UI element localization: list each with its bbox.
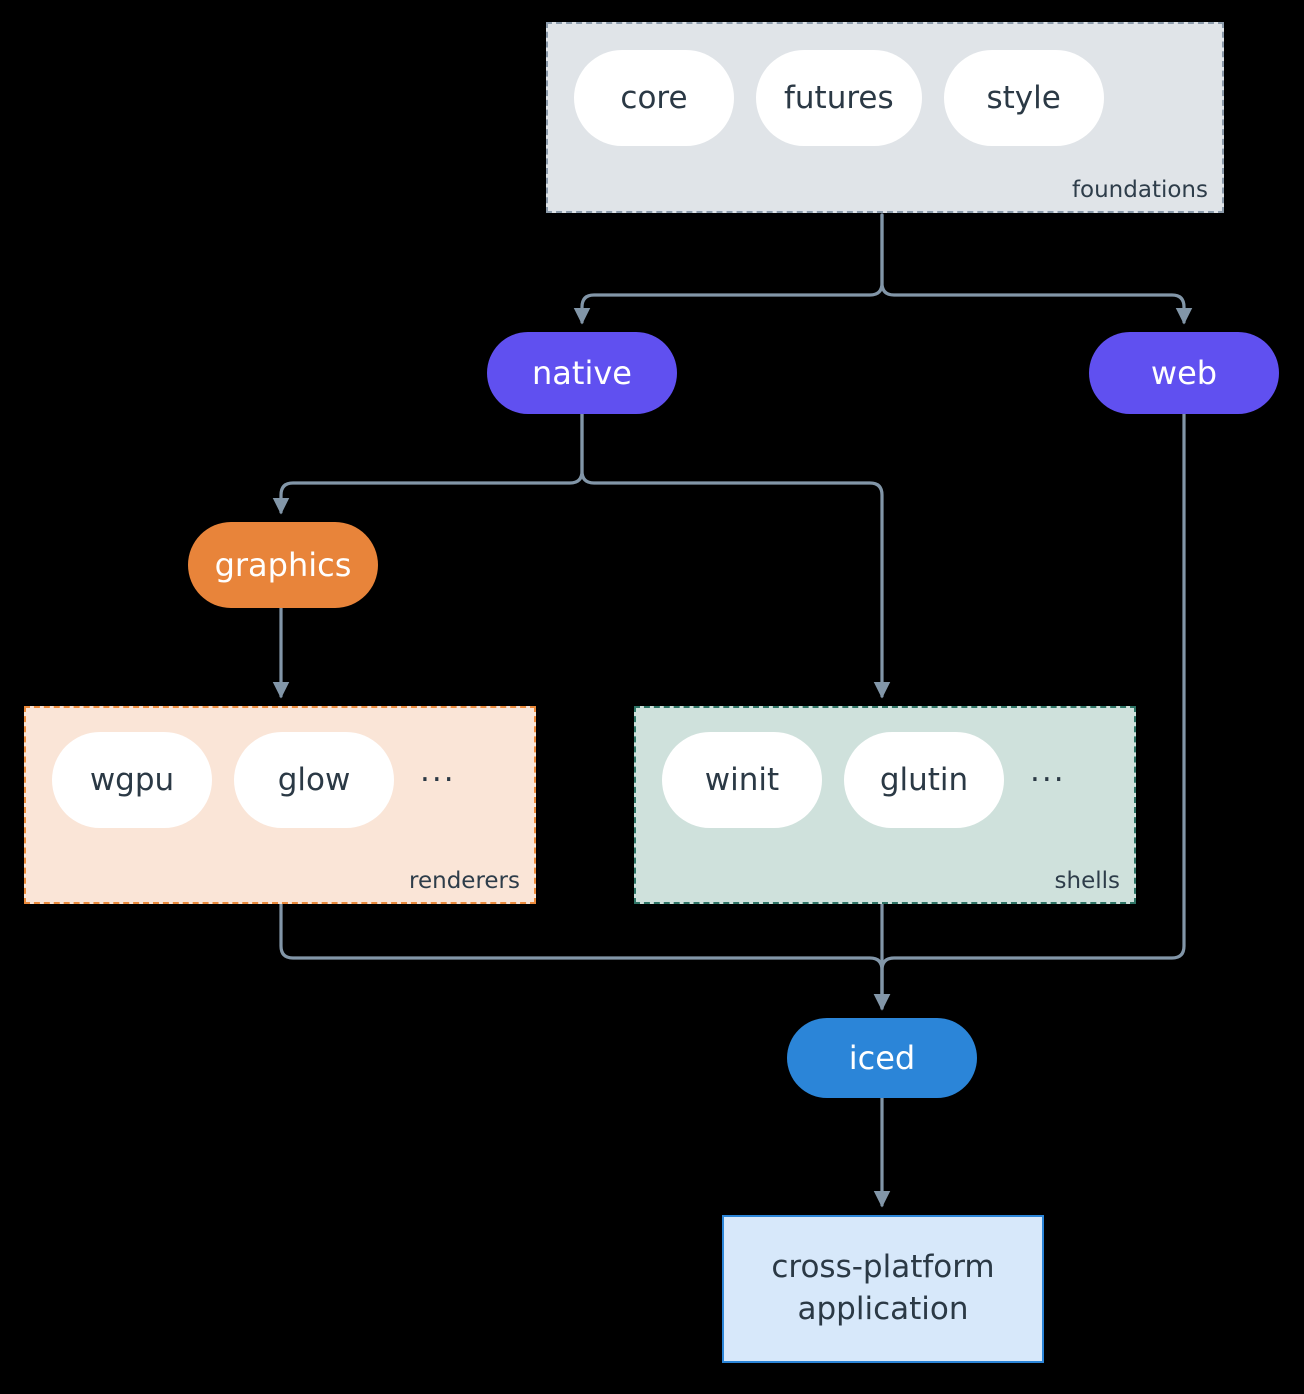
shells-ellipsis: ···	[1030, 762, 1066, 798]
node-native[interactable]: native	[487, 332, 677, 414]
subgraph-label-shells: shells	[1054, 868, 1120, 894]
node-wgpu[interactable]: wgpu	[52, 732, 212, 828]
app-label-line1: cross-platform	[771, 1249, 995, 1286]
edge-foundations-web	[880, 213, 1193, 325]
node-style[interactable]: style	[943, 50, 1104, 146]
renderers-ellipsis: ···	[420, 762, 456, 798]
node-winit[interactable]: winit	[662, 732, 822, 828]
node-web[interactable]: web	[1089, 332, 1279, 414]
subgraph-foundations: core futures style foundations	[546, 22, 1224, 213]
node-glutin[interactable]: glutin	[844, 732, 1004, 828]
node-futures[interactable]: futures	[756, 50, 922, 146]
node-core[interactable]: core	[574, 50, 734, 146]
shells-pill-row: winit glutin ···	[662, 732, 1070, 828]
node-cross-platform-application[interactable]: cross-platform application	[722, 1215, 1044, 1363]
edge-native-graphics	[272, 412, 584, 515]
subgraph-label-foundations: foundations	[1071, 177, 1208, 203]
subgraph-renderers: wgpu glow ··· renderers	[24, 706, 536, 904]
edge-native-shells	[580, 412, 891, 699]
subgraph-shells: winit glutin ··· shells	[634, 706, 1136, 904]
node-graphics[interactable]: graphics	[188, 522, 378, 608]
node-glow[interactable]: glow	[234, 732, 394, 828]
edge-renderers-iced	[279, 902, 891, 1011]
app-label-line2: application	[797, 1291, 969, 1327]
foundations-pill-row: core futures style	[574, 50, 1104, 146]
edge-foundations-native	[573, 213, 884, 325]
renderers-pill-row: wgpu glow ···	[52, 732, 460, 828]
subgraph-label-renderers: renderers	[409, 868, 520, 894]
node-iced[interactable]: iced	[787, 1018, 977, 1098]
